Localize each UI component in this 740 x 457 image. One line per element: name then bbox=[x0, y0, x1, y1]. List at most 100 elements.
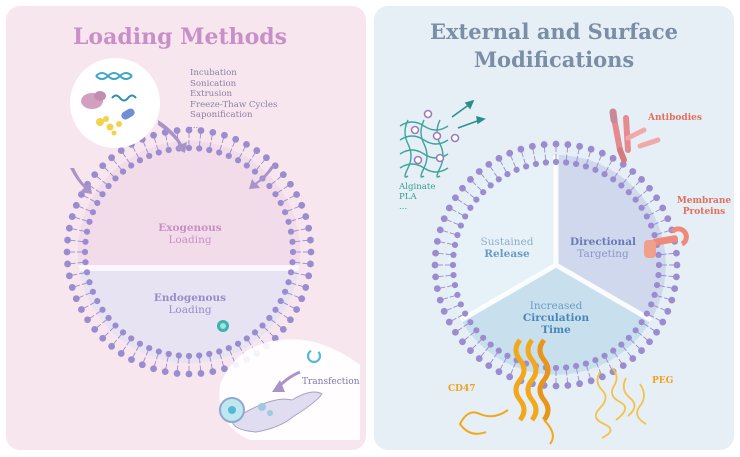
lipid-head bbox=[436, 296, 444, 304]
lipid-tail bbox=[627, 352, 632, 357]
lipid-tail bbox=[232, 141, 235, 147]
lipid-head bbox=[99, 334, 107, 342]
lipid-head bbox=[82, 259, 89, 266]
lipid-head bbox=[259, 322, 266, 329]
lipid-tail bbox=[576, 368, 579, 374]
lipid-head bbox=[221, 131, 228, 139]
lipid-tail bbox=[485, 178, 490, 184]
lipid-tail bbox=[630, 186, 635, 191]
lipid-tail bbox=[102, 319, 107, 324]
cd47-label: CD47 bbox=[448, 384, 476, 394]
lipid-head bbox=[78, 191, 85, 198]
lipid-head bbox=[552, 158, 560, 166]
lipid-tail bbox=[510, 155, 514, 161]
lipid-head bbox=[432, 249, 439, 257]
lipid-tail bbox=[618, 166, 622, 172]
lipid-tail bbox=[232, 357, 235, 363]
lipid-tail bbox=[453, 222, 459, 225]
lipid-tail bbox=[627, 173, 632, 178]
lipid-head bbox=[117, 147, 125, 154]
lipid-tail bbox=[143, 357, 146, 363]
lipid-tail bbox=[96, 176, 102, 181]
lipid-tail bbox=[464, 336, 469, 341]
lipid-head bbox=[165, 350, 172, 358]
lipid-tail bbox=[89, 314, 95, 319]
lipid-head bbox=[197, 127, 205, 134]
lipid-head bbox=[540, 141, 548, 148]
lipid-head bbox=[643, 310, 650, 317]
lipid-tail bbox=[446, 219, 452, 223]
lipid-head bbox=[582, 163, 589, 170]
lipid-tail bbox=[643, 336, 648, 341]
lipid-head bbox=[601, 171, 608, 178]
lipid-head bbox=[450, 271, 457, 279]
lipid-tail bbox=[90, 302, 95, 306]
lipid-head bbox=[289, 238, 296, 245]
lipid-head bbox=[302, 284, 310, 291]
lipid-tail bbox=[221, 137, 224, 144]
lipid-head bbox=[598, 149, 606, 157]
lipid-tail bbox=[449, 232, 455, 235]
lipid-head bbox=[664, 307, 672, 315]
lipid-tail bbox=[588, 151, 591, 157]
lipid-head bbox=[285, 279, 292, 286]
lipid-tail bbox=[513, 162, 516, 168]
lipid-tail bbox=[653, 222, 659, 225]
lipid-head bbox=[504, 352, 511, 359]
small-molecule-icon bbox=[96, 116, 122, 136]
lipid-head bbox=[185, 352, 193, 360]
endogenous-loading-label: Endogenous Loading bbox=[153, 292, 227, 316]
lipid-head bbox=[651, 291, 658, 298]
lipid-tail bbox=[154, 360, 157, 367]
lipid-tail bbox=[96, 323, 102, 328]
lipid-head bbox=[86, 279, 93, 286]
lipid-tail bbox=[221, 360, 224, 367]
lipid-head bbox=[128, 335, 135, 342]
lipid-head bbox=[504, 171, 511, 178]
lipid-head bbox=[671, 285, 679, 293]
lipid-head bbox=[209, 368, 217, 376]
lipid-tail bbox=[283, 185, 289, 190]
lipid-head bbox=[89, 209, 97, 216]
lipid-head bbox=[91, 325, 99, 333]
lipid-tail bbox=[463, 202, 469, 207]
lipid-tail bbox=[209, 356, 212, 362]
lipid-tail bbox=[605, 166, 609, 172]
lipid-head bbox=[432, 273, 439, 281]
lipid-head bbox=[638, 319, 645, 326]
lipid-head bbox=[234, 340, 242, 347]
lipid-tail bbox=[210, 363, 213, 369]
lipid-tail bbox=[451, 317, 457, 322]
lipid-head bbox=[618, 182, 625, 189]
lipid-tail bbox=[637, 331, 643, 336]
lipid-tail bbox=[81, 282, 87, 285]
lipid-head bbox=[136, 157, 144, 164]
lipid-tail bbox=[598, 369, 602, 375]
lipid-head bbox=[454, 291, 461, 298]
lipid-tail bbox=[291, 282, 297, 285]
lipid-head bbox=[99, 191, 106, 198]
transfection-label: Transfection bbox=[302, 377, 360, 387]
lipid-tail bbox=[664, 297, 670, 300]
lipid-tail bbox=[145, 350, 149, 356]
lipid-head bbox=[150, 365, 157, 373]
lipid-head bbox=[225, 344, 232, 352]
lipid-head bbox=[495, 176, 502, 183]
lipid-tail bbox=[126, 158, 130, 164]
lipid-head bbox=[659, 318, 667, 326]
lipid-tail bbox=[655, 208, 661, 213]
lipid-tail bbox=[74, 284, 81, 287]
lipid-head bbox=[146, 152, 153, 160]
lipid-head bbox=[64, 260, 71, 268]
lipid-tail bbox=[74, 217, 81, 220]
lipid-head bbox=[664, 215, 672, 223]
method-item: ... bbox=[190, 120, 199, 131]
surface-modifications-title: External and Surface Modifications bbox=[430, 19, 678, 72]
lipid-head bbox=[431, 261, 439, 269]
lipid-head bbox=[495, 154, 503, 162]
lipid-tail bbox=[503, 166, 507, 172]
lipid-tail bbox=[622, 178, 627, 184]
lipid-head bbox=[232, 135, 240, 143]
lipid-head bbox=[495, 347, 502, 354]
